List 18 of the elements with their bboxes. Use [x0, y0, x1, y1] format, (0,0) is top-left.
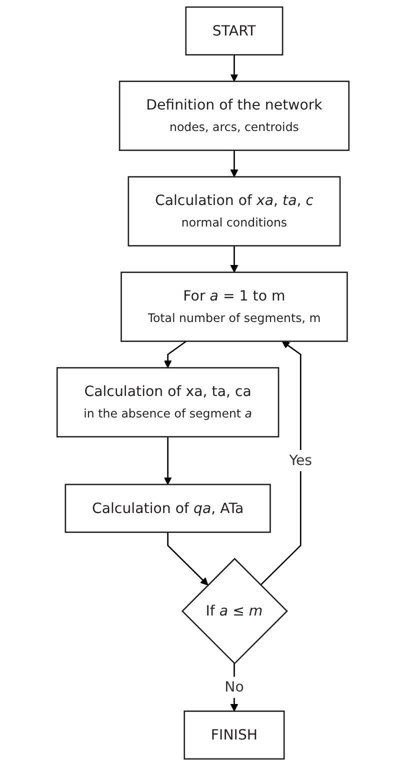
arrow — [164, 340, 187, 368]
node-box: START — [185, 6, 284, 56]
node-diamond: If a ≤ m — [181, 558, 288, 664]
arrow — [260, 340, 302, 586]
node-box: Calculation of xa, ta, ca in the absence of segment a — [56, 367, 280, 438]
arrow — [230, 246, 238, 273]
node-box: Definition of the network nodes, arcs, centroids — [118, 80, 350, 151]
edge-label: Yes — [289, 452, 312, 469]
arrow — [167, 532, 208, 586]
node-box: Calculation of qa, ATa — [64, 484, 271, 533]
node-box: Calculation of xa, ta, c normal conditions — [128, 176, 341, 246]
arrow — [230, 150, 238, 178]
arrow — [230, 54, 238, 82]
edge-label: No — [224, 678, 244, 696]
arrow — [230, 663, 238, 712]
node-box: FINISH — [184, 710, 285, 760]
arrow — [164, 436, 172, 485]
node-box: For a = 1 to m Total number of segments, m — [120, 272, 348, 342]
